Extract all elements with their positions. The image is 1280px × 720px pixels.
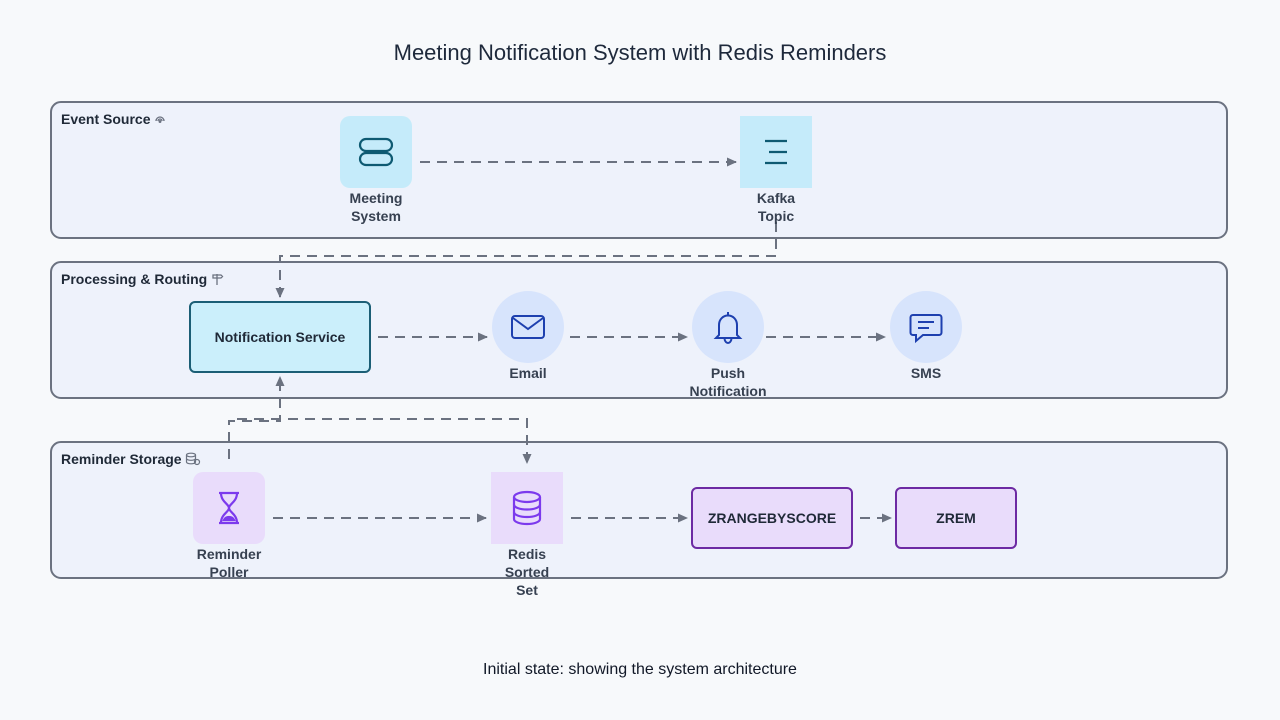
node-label-line: Topic	[757, 208, 795, 224]
node-label-line: Set	[516, 582, 538, 598]
queue-list-icon	[740, 116, 812, 188]
node-label-line: Notification	[689, 383, 767, 399]
bell-icon	[692, 291, 764, 363]
database-icon	[491, 472, 563, 544]
server-stack-icon	[340, 116, 412, 188]
node-zrem[interactable]: ZREM	[895, 487, 1017, 549]
node-zrangebyscore[interactable]: ZRANGEBYSCORE	[691, 487, 853, 549]
signal-icon	[153, 112, 167, 126]
edge-notification-to-redis	[237, 418, 532, 464]
node-label-line: Reminder	[196, 546, 262, 562]
node-label-line: System	[351, 208, 401, 224]
node-label-line: Meeting	[349, 190, 403, 206]
envelope-icon	[492, 291, 564, 363]
chat-bubble-icon	[890, 291, 962, 363]
node-label: SMS	[910, 365, 942, 381]
node-label: Notification Service	[214, 329, 346, 345]
node-label: ZRANGEBYSCORE	[707, 510, 837, 526]
hourglass-icon	[193, 472, 265, 544]
node-notification-service[interactable]: Notification Service	[189, 301, 371, 373]
lane-label-processing: Processing & Routing	[61, 271, 208, 287]
status-caption: Initial state: showing the system archit…	[483, 661, 797, 678]
node-label-line: Kafka	[756, 190, 796, 206]
signpost-icon	[210, 272, 224, 286]
lane-label-event-source: Event Source	[61, 111, 151, 127]
edge-poller-to-notification	[228, 376, 285, 459]
node-label: ZREM	[936, 510, 976, 526]
lane-label-reminder-storage: Reminder Storage	[61, 451, 182, 467]
node-label-line: Redis	[507, 546, 547, 562]
node-label-line: Sorted	[504, 564, 550, 580]
database-small-icon	[185, 452, 201, 466]
node-label-line: Push	[710, 365, 746, 381]
node-label: Email	[509, 365, 547, 381]
diagram-title: Meeting Notification System with Redis R…	[393, 40, 887, 65]
node-label-line: Poller	[209, 564, 249, 580]
edge-kafka-to-notification	[275, 222, 777, 298]
lane-event-source: Event Source	[50, 101, 1228, 239]
